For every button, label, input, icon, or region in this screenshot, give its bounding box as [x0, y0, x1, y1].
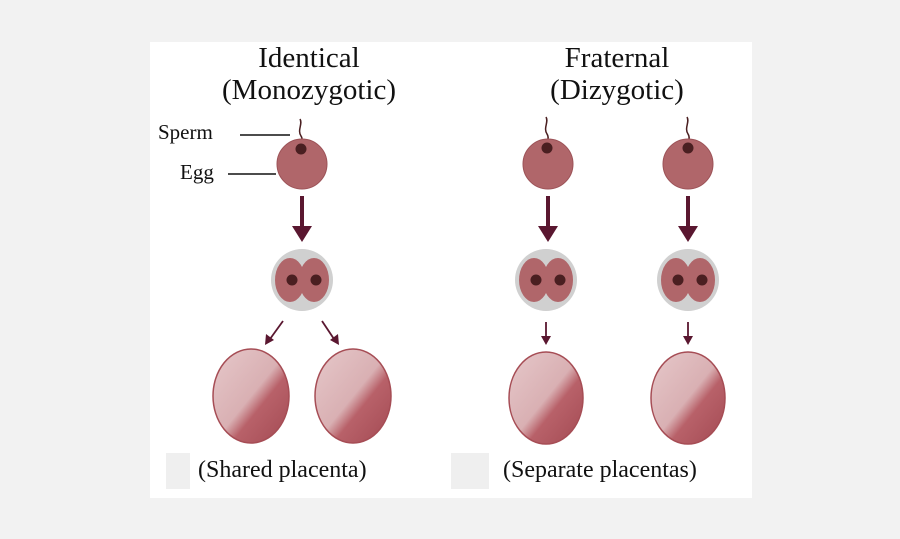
identical-title: Identical (Monozygotic)	[179, 42, 439, 106]
fraternal-down-arrow-b	[678, 196, 698, 242]
identical-fertilized-egg	[276, 118, 328, 190]
identical-down-arrow	[292, 196, 312, 242]
identical-split-zygote	[271, 249, 333, 311]
fraternal-title-line2: (Dizygotic)	[550, 74, 684, 106]
egg-label: Egg	[180, 160, 214, 184]
fraternal-placenta-b	[650, 351, 726, 445]
fraternal-egg-a	[522, 116, 574, 190]
sperm-head-icon	[541, 142, 553, 154]
fraternal-title: Fraternal (Dizygotic)	[487, 42, 747, 106]
identical-placenta-right	[314, 348, 392, 444]
identical-title-line2: (Monozygotic)	[222, 74, 396, 106]
caption-swatch-right	[451, 453, 489, 489]
identical-left-arrow	[265, 320, 284, 345]
identical-placenta-left	[212, 348, 290, 444]
fraternal-zygote-a	[515, 249, 577, 311]
egg-icon	[522, 138, 574, 190]
identical-right-arrow	[321, 320, 339, 345]
fraternal-small-arrow-b	[683, 322, 693, 345]
fraternal-title-line1: Fraternal	[564, 42, 670, 74]
fraternal-zygote-b	[657, 249, 719, 311]
sperm-head-icon	[295, 143, 307, 155]
fraternal-placenta-a	[508, 351, 584, 445]
egg-icon	[276, 138, 328, 190]
identical-title-line1: Identical	[258, 42, 360, 74]
separate-placentas-caption: (Separate placentas)	[503, 457, 697, 483]
egg-icon	[662, 138, 714, 190]
sperm-head-icon	[682, 142, 694, 154]
caption-swatch-left	[166, 453, 190, 489]
fraternal-small-arrow-a	[541, 322, 551, 345]
fraternal-down-arrow-a	[538, 196, 558, 242]
fraternal-egg-b	[662, 116, 714, 190]
sperm-label: Sperm	[158, 120, 213, 144]
shared-placenta-caption: (Shared placenta)	[198, 457, 367, 483]
